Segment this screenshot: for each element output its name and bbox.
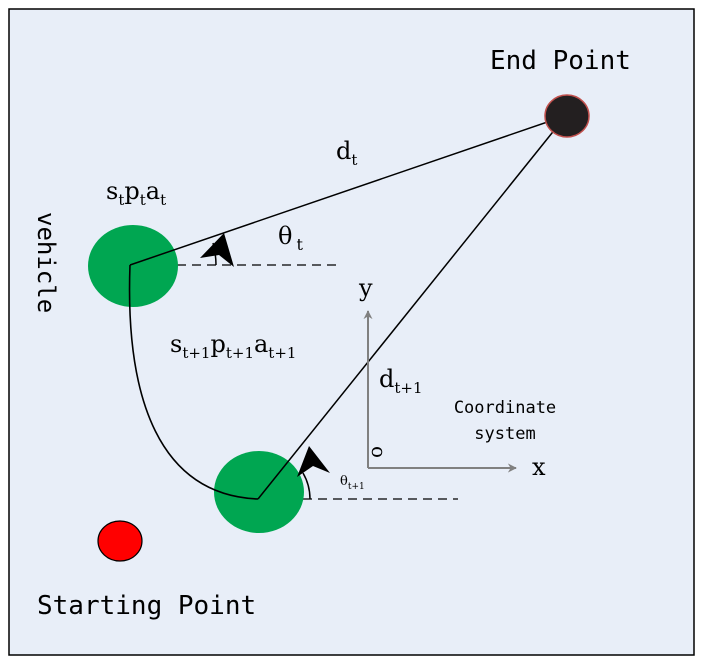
distance-line-t1 bbox=[257, 127, 557, 500]
vehicle-trajectory bbox=[128, 264, 259, 500]
coordinate-system-label-line2: system bbox=[474, 424, 535, 444]
angle-arrow-t1 bbox=[297, 446, 330, 477]
state-label-t1: st+1pt+1at+1 bbox=[170, 330, 296, 362]
vehicle-position-t1 bbox=[214, 451, 304, 533]
starting-point-marker bbox=[97, 520, 143, 562]
vehicle-position-t bbox=[88, 225, 178, 307]
angle-arc-t1 bbox=[302, 472, 311, 500]
angle-label-t1: θt+1 bbox=[340, 474, 365, 492]
distance-label-t1: dt+1 bbox=[379, 365, 423, 397]
distance-line-t bbox=[129, 116, 563, 266]
origin-label: o bbox=[367, 446, 391, 458]
distance-label-t: dt bbox=[336, 137, 357, 169]
vehicle-label: vehicle bbox=[32, 212, 60, 313]
starting-point-label: Starting Point bbox=[37, 591, 256, 621]
axis-y-label: y bbox=[358, 274, 373, 302]
state-label-t: stptat bbox=[106, 177, 166, 209]
coordinate-system-label-line1: Coordinate bbox=[454, 398, 556, 418]
angle-arrow-t bbox=[200, 233, 234, 267]
axis-x-label: x bbox=[532, 453, 546, 481]
end-point-label: End Point bbox=[490, 46, 631, 76]
end-point-marker bbox=[544, 94, 590, 138]
